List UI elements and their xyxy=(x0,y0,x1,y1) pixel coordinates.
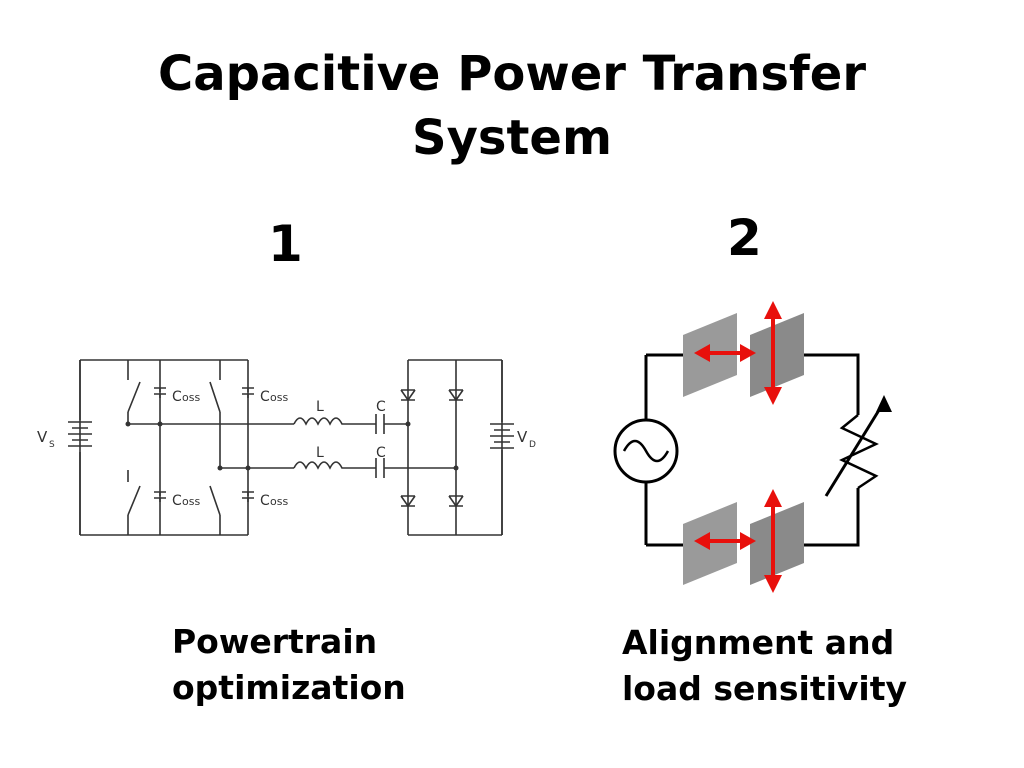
coss-sub-br: oss xyxy=(270,495,288,508)
inductor-label-bottom: L xyxy=(316,445,324,461)
caption-powertrain-line1: Powertrain xyxy=(172,622,378,661)
item-number-2: 2 xyxy=(727,209,762,267)
coss-sub-bl: oss xyxy=(182,495,200,508)
caption-alignment-line1: Alignment and xyxy=(622,623,895,662)
item-number-1: 1 xyxy=(268,215,303,273)
vs-subscript: S xyxy=(49,440,55,450)
misalignment-arrows xyxy=(694,301,782,593)
coss-sub-tl: oss xyxy=(182,391,200,404)
slide-title-line1: Capacitive Power Transfer xyxy=(157,46,867,102)
inductor-label-top: L xyxy=(316,399,324,415)
coss-label-tl: C xyxy=(172,389,182,405)
caption-alignment: Alignment and load sensitivity xyxy=(622,620,907,712)
coss-label-br: C xyxy=(260,493,270,509)
caption-powertrain-line2: optimization xyxy=(172,668,406,707)
vd-label: V xyxy=(517,428,528,446)
coupling-cap-label-bottom: C xyxy=(376,445,386,461)
slide-title-line2: System xyxy=(412,110,612,166)
coss-label-tr: C xyxy=(260,389,270,405)
vd-subscript: D xyxy=(529,440,536,450)
caption-alignment-line2: load sensitivity xyxy=(622,669,908,708)
variable-resistor-icon xyxy=(839,414,879,490)
slide-title: Capacitive Power Transfer System xyxy=(0,42,1024,170)
caption-powertrain: Powertrain optimization xyxy=(172,619,406,711)
ac-source-icon xyxy=(613,418,679,484)
coss-sub-tr: oss xyxy=(270,391,288,404)
vs-label: V xyxy=(37,428,48,446)
coupling-cap-label-top: C xyxy=(376,399,386,415)
coss-label-bl: C xyxy=(172,493,182,509)
